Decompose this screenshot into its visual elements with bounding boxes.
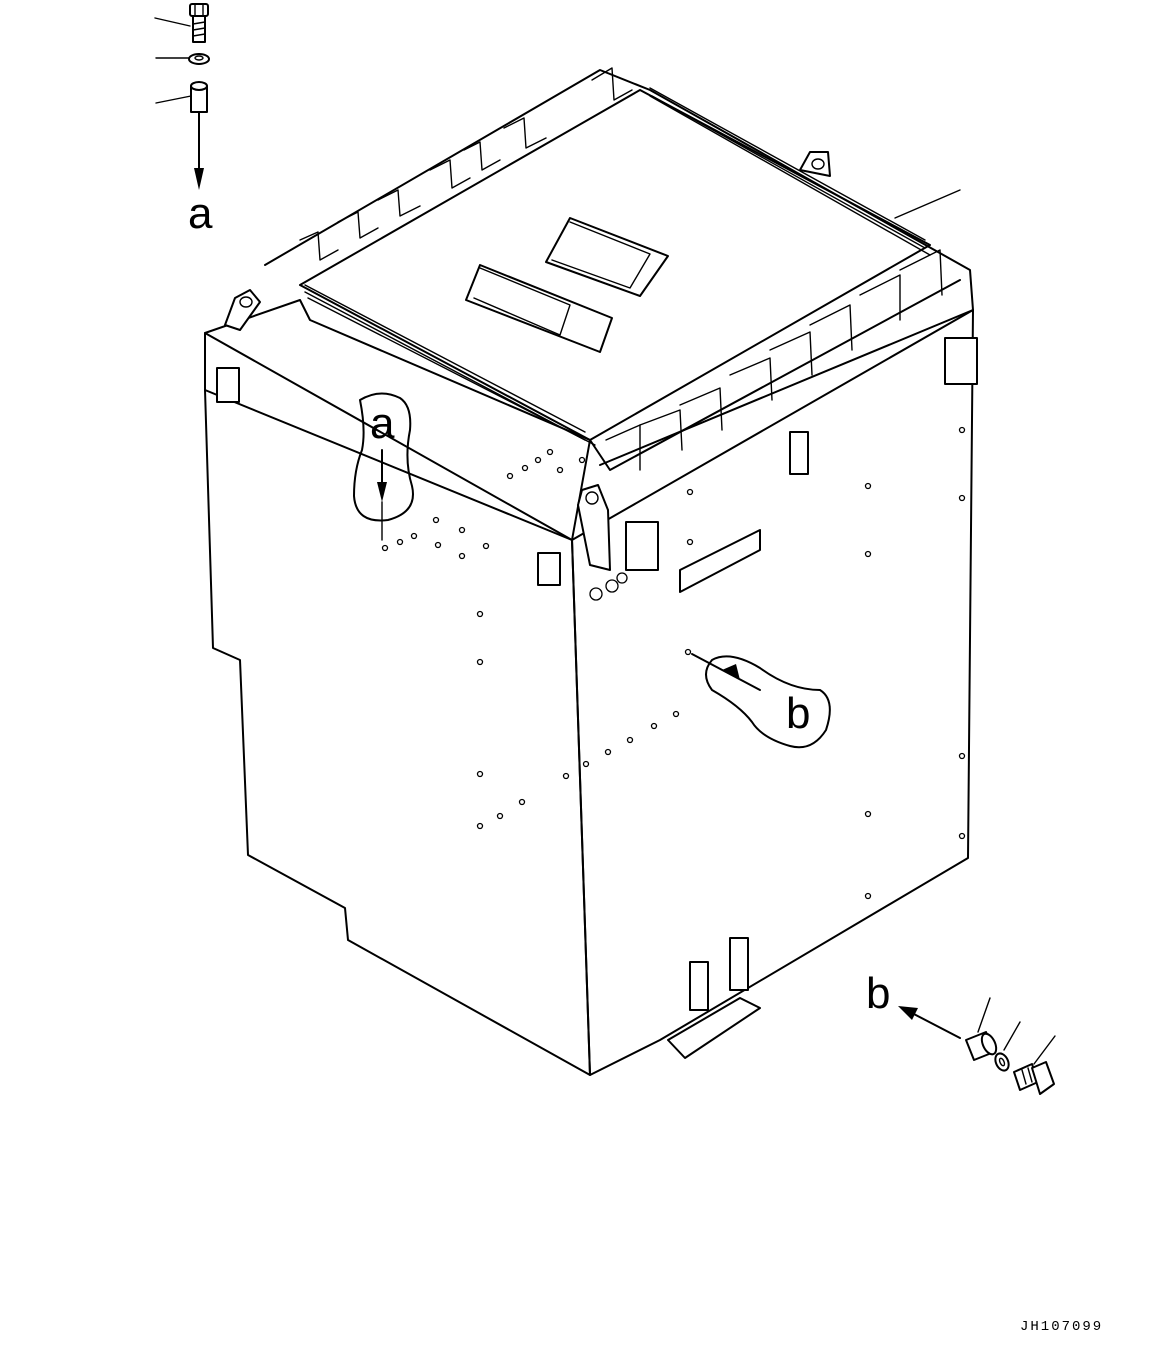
battery-box <box>204 67 978 1076</box>
box-right-face <box>571 309 974 1076</box>
washer-b <box>994 1052 1010 1072</box>
box-top-panel <box>299 89 931 441</box>
fastener-stack-b <box>898 997 1056 1095</box>
callout-label-b-bottom: b <box>866 969 890 1018</box>
callout-label-a-top: a <box>188 189 213 238</box>
bolt-b <box>1013 1061 1055 1095</box>
fastener-stack-a <box>154 3 210 190</box>
washer-a <box>188 53 210 65</box>
top-handles <box>465 217 669 353</box>
lift-lugs <box>224 151 831 571</box>
holes-right-face <box>582 426 966 900</box>
bolt-a <box>189 3 209 43</box>
callout-bubble-b <box>691 653 831 749</box>
right-ribs <box>605 249 978 471</box>
spacer-a <box>190 81 208 113</box>
callout-label-a-box: a <box>370 399 395 448</box>
top-rail <box>304 87 926 441</box>
callout-bubble-a <box>353 392 414 541</box>
holes-left-face <box>381 448 586 830</box>
box-left-face <box>204 332 591 1076</box>
spacer-b <box>965 1031 998 1061</box>
drawing-code: JH107099 <box>1020 1319 1103 1335</box>
left-ribs <box>299 67 633 261</box>
callout-label-b-box: b <box>786 689 810 738</box>
